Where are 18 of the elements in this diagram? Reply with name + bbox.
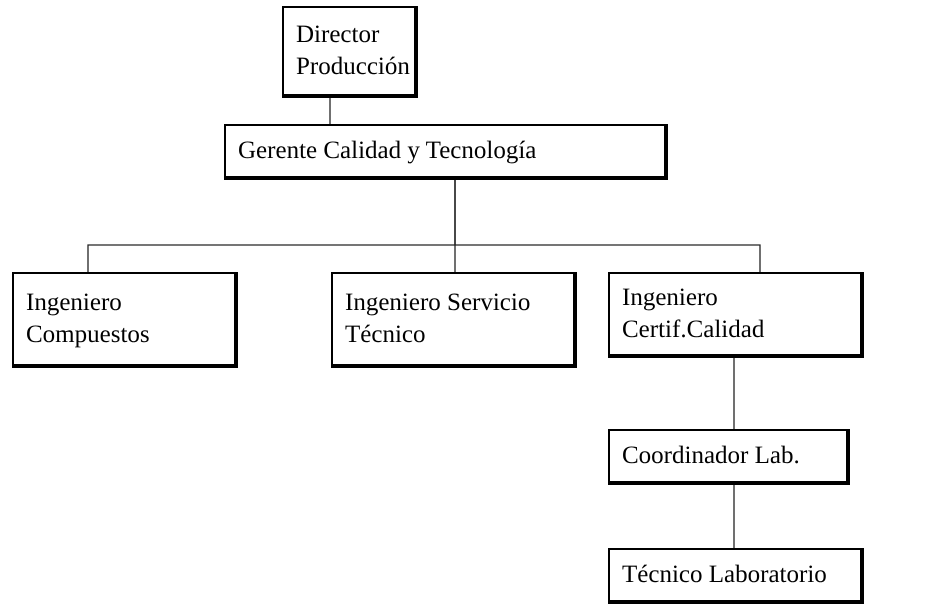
org-box: [224, 124, 668, 180]
box-label: Coordinador Lab.: [622, 440, 800, 471]
org-box: [12, 272, 238, 368]
org-box: [608, 548, 864, 604]
box-label: Ingeniero Certif.Calidad: [622, 282, 766, 345]
box-label: Ingeniero Compuestos: [26, 288, 151, 350]
org-box: [608, 272, 864, 358]
box-label: Gerente Calidad y Tecnología: [238, 136, 536, 166]
org-box: [331, 272, 577, 368]
box-label: Director Producción: [296, 20, 408, 82]
connector-line: [733, 485, 735, 548]
box-label: Técnico Laboratorio: [622, 560, 827, 590]
connector-line: [329, 98, 331, 124]
org-box: [282, 6, 418, 98]
connector-line: [733, 358, 735, 429]
org-box: [608, 429, 850, 485]
box-label: Ingeniero Servicio Técnico: [345, 288, 532, 350]
connector-line: [454, 180, 761, 272]
